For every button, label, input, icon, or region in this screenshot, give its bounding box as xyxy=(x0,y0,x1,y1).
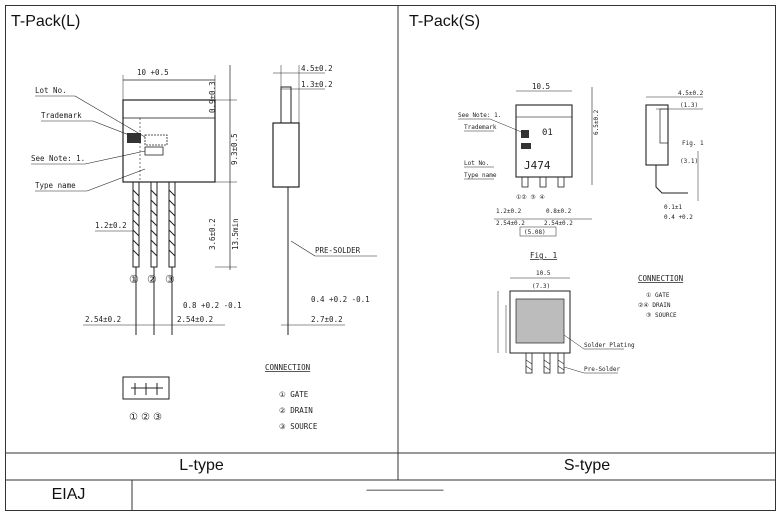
right-panel-title: T-Pack(S) xyxy=(409,13,481,30)
left-connection-1: ① GATE xyxy=(279,390,309,399)
right-connection-1: ① GATE xyxy=(646,292,670,299)
right-fig-inner: (7.3) xyxy=(532,283,550,290)
right-dim-pitch-left-a: 1.2±0.2 xyxy=(496,208,522,215)
left-dim-body-height: 9.3±0.5 xyxy=(230,133,239,165)
left-dim-side-lead: 0.4 +0.2 -0.1 xyxy=(311,295,370,304)
left-dim-side-bottom: 2.7±0.2 xyxy=(311,315,343,324)
right-side-body xyxy=(645,104,669,166)
left-pin-label-3: ③ xyxy=(165,273,175,286)
right-dim-pitch-left-b: 2.54±0.2 xyxy=(496,220,525,227)
left-dim-pitch-left: 2.54±0.2 xyxy=(85,315,121,324)
left-dim-side-top: 4.5±0.2 xyxy=(301,64,333,73)
right-dim-body: 6.5±0.2 xyxy=(593,109,600,135)
right-callout-presolder: Pre-Solder xyxy=(584,366,621,373)
left-package-drawing: 10 +0.5 0.9±0.3 9.3±0.5 3.6±0.2 13.5min … xyxy=(31,64,377,431)
right-dim-fig: Fig. 1 xyxy=(682,140,704,147)
eiaj-label: EIAJ xyxy=(51,486,86,503)
left-side-body xyxy=(272,122,300,188)
left-type-label: L-type xyxy=(179,457,224,474)
left-dim-side-second: 1.3±0.2 xyxy=(301,80,333,89)
left-pin-label-2: ② xyxy=(147,273,157,286)
right-connection-2: ②④ DRAIN xyxy=(638,302,671,309)
right-dim-side-top: 4.5±0.2 xyxy=(678,90,704,97)
right-fig-width: 10.5 xyxy=(536,270,551,277)
right-part-label: J474 xyxy=(524,159,551,172)
right-dim-side-sub: (3.1) xyxy=(680,158,698,165)
drawing-sheet: T-Pack(L) T-Pack(S) 10 +0.5 xyxy=(5,5,776,511)
right-fig-outline xyxy=(509,290,571,354)
right-dim-top-width: 10.5 xyxy=(532,82,550,91)
right-dim-small-b: 0.4 +0.2 xyxy=(664,214,693,221)
right-callout-plating: Solder Plating xyxy=(584,342,635,349)
left-pin-label-1: ① xyxy=(129,273,139,286)
left-callout-type: Type name xyxy=(35,181,76,190)
left-dim-pitch-right: 2.54±0.2 xyxy=(177,315,213,324)
right-type-label: S-type xyxy=(563,457,611,474)
left-footprint xyxy=(122,376,170,400)
left-connection-3: ③ SOURCE xyxy=(279,422,318,431)
right-connection-3: ③ SOURCE xyxy=(646,312,677,319)
left-footprint-pin-3: ③ xyxy=(153,412,162,423)
left-footprint-pin-2: ② xyxy=(141,412,150,423)
left-dim-top-width: 10 +0.5 xyxy=(137,68,169,77)
right-package-drawing: 01 J474 ①② ③ ④ 10.5 6.5±0.2 See Note: 1.… xyxy=(458,82,704,374)
right-dim-pitch-right-a: 0.8±0.2 xyxy=(546,208,572,215)
right-fig-plating xyxy=(515,298,565,344)
left-dim-top-right: 0.9±0.3 xyxy=(208,81,217,113)
eiaj-value: ——————— xyxy=(366,484,444,496)
right-callout-lot: Lot No. xyxy=(464,160,489,167)
left-callout-trademark: Trademark xyxy=(41,111,82,120)
left-footprint-pin-1: ① xyxy=(129,412,138,423)
left-callout-solder: PRE-SOLDER xyxy=(315,246,361,255)
left-dim-pin-thick: 0.8 +0.2 -0.1 xyxy=(183,301,242,310)
right-fig-title: Fig. 1 xyxy=(530,251,557,260)
left-dim-pin-width: 1.2±0.2 xyxy=(95,221,127,230)
right-callout-type: Type name xyxy=(464,172,497,179)
right-dim-small-a: 0.1±1 xyxy=(664,204,682,211)
right-dim-center: (5.08) xyxy=(524,229,546,236)
left-leads xyxy=(132,181,176,335)
right-connection-title: CONNECTION xyxy=(638,274,683,283)
left-dim-lead: 3.6±0.2 xyxy=(208,218,217,250)
left-dim-total: 13.5min xyxy=(231,218,240,250)
svg-text:①② ③ ④: ①② ③ ④ xyxy=(516,194,545,201)
right-dim-pitch-right-b: 2.54±0.2 xyxy=(544,220,573,227)
left-connection-title: CONNECTION xyxy=(265,363,310,372)
right-callout-note: See Note: 1. xyxy=(458,112,501,119)
svg-text:01: 01 xyxy=(542,128,553,138)
left-panel-title: T-Pack(L) xyxy=(11,13,81,30)
right-dim-side-second: (1.3) xyxy=(680,102,698,109)
left-connection-2: ② DRAIN xyxy=(279,406,313,415)
left-callout-lot: Lot No. xyxy=(35,86,67,95)
right-callout-trademark: Trademark xyxy=(464,124,497,131)
left-callout-note: See Note: 1. xyxy=(31,154,85,163)
